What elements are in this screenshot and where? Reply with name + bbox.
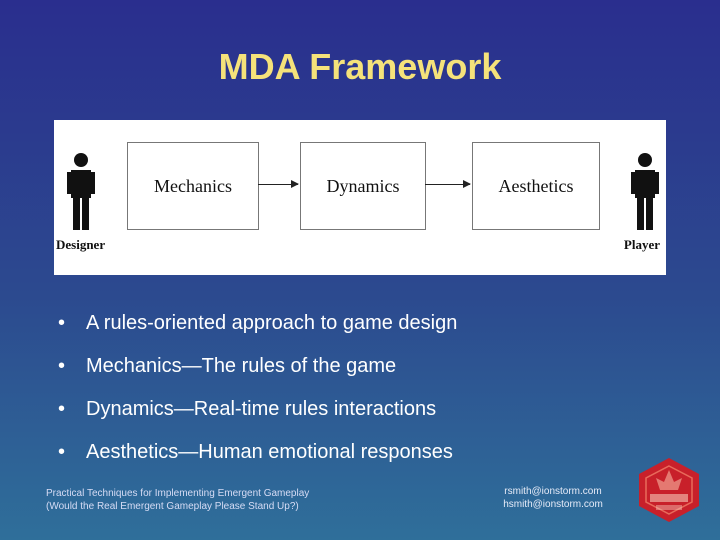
bullet-text: Dynamics—Real-time rules interactions bbox=[86, 398, 437, 420]
dynamics-box: Dynamics bbox=[300, 142, 426, 230]
player-person-icon bbox=[631, 153, 659, 230]
bullet-text: Mechanics—The rules of the game bbox=[86, 355, 397, 377]
bullet-item: • Aesthetics—Human emotional responses bbox=[58, 439, 678, 482]
arrow-right-icon bbox=[425, 180, 471, 188]
arrow-right-icon bbox=[258, 180, 299, 188]
bullet-item: • A rules-oriented approach to game desig… bbox=[58, 310, 678, 353]
bullet-dot: • bbox=[58, 398, 66, 420]
bullet-text: Aesthetics—Human emotional responses bbox=[86, 441, 453, 463]
bullet-dot: • bbox=[58, 441, 66, 463]
bullet-item: • Dynamics—Real-time rules interactions bbox=[58, 396, 678, 439]
bullet-list: • A rules-oriented approach to game desig… bbox=[58, 310, 678, 482]
footer-presentation-title: Practical Techniques for Implementing Em… bbox=[46, 487, 309, 513]
hexagon-logo-icon bbox=[639, 458, 699, 522]
mda-diagram: Mechanics Dynamics Aesthetics Designer P… bbox=[54, 120, 666, 275]
aesthetics-box: Aesthetics bbox=[472, 142, 600, 230]
bullet-dot: • bbox=[58, 312, 66, 334]
slide-title: MDA Framework bbox=[218, 46, 502, 87]
footer-title-line: Practical Techniques for Implementing Em… bbox=[46, 488, 310, 499]
designer-label: Designer bbox=[56, 237, 106, 252]
bullet-dot: • bbox=[58, 355, 66, 377]
bullet-text: A rules-oriented approach to game design bbox=[86, 312, 458, 334]
mechanics-box: Mechanics bbox=[127, 142, 259, 230]
footer-contact: rsmith@ionstorm.com hsmith@ionstorm.com bbox=[478, 485, 628, 511]
bullet-item: • Mechanics—The rules of the game bbox=[58, 353, 678, 396]
contact-email: rsmith@ionstorm.com bbox=[504, 486, 602, 497]
contact-email: hsmith@ionstorm.com bbox=[503, 499, 603, 510]
designer-person-icon bbox=[67, 153, 95, 230]
player-label: Player bbox=[623, 237, 660, 252]
footer-subtitle-line: (Would the Real Emergent Gameplay Please… bbox=[46, 501, 299, 512]
